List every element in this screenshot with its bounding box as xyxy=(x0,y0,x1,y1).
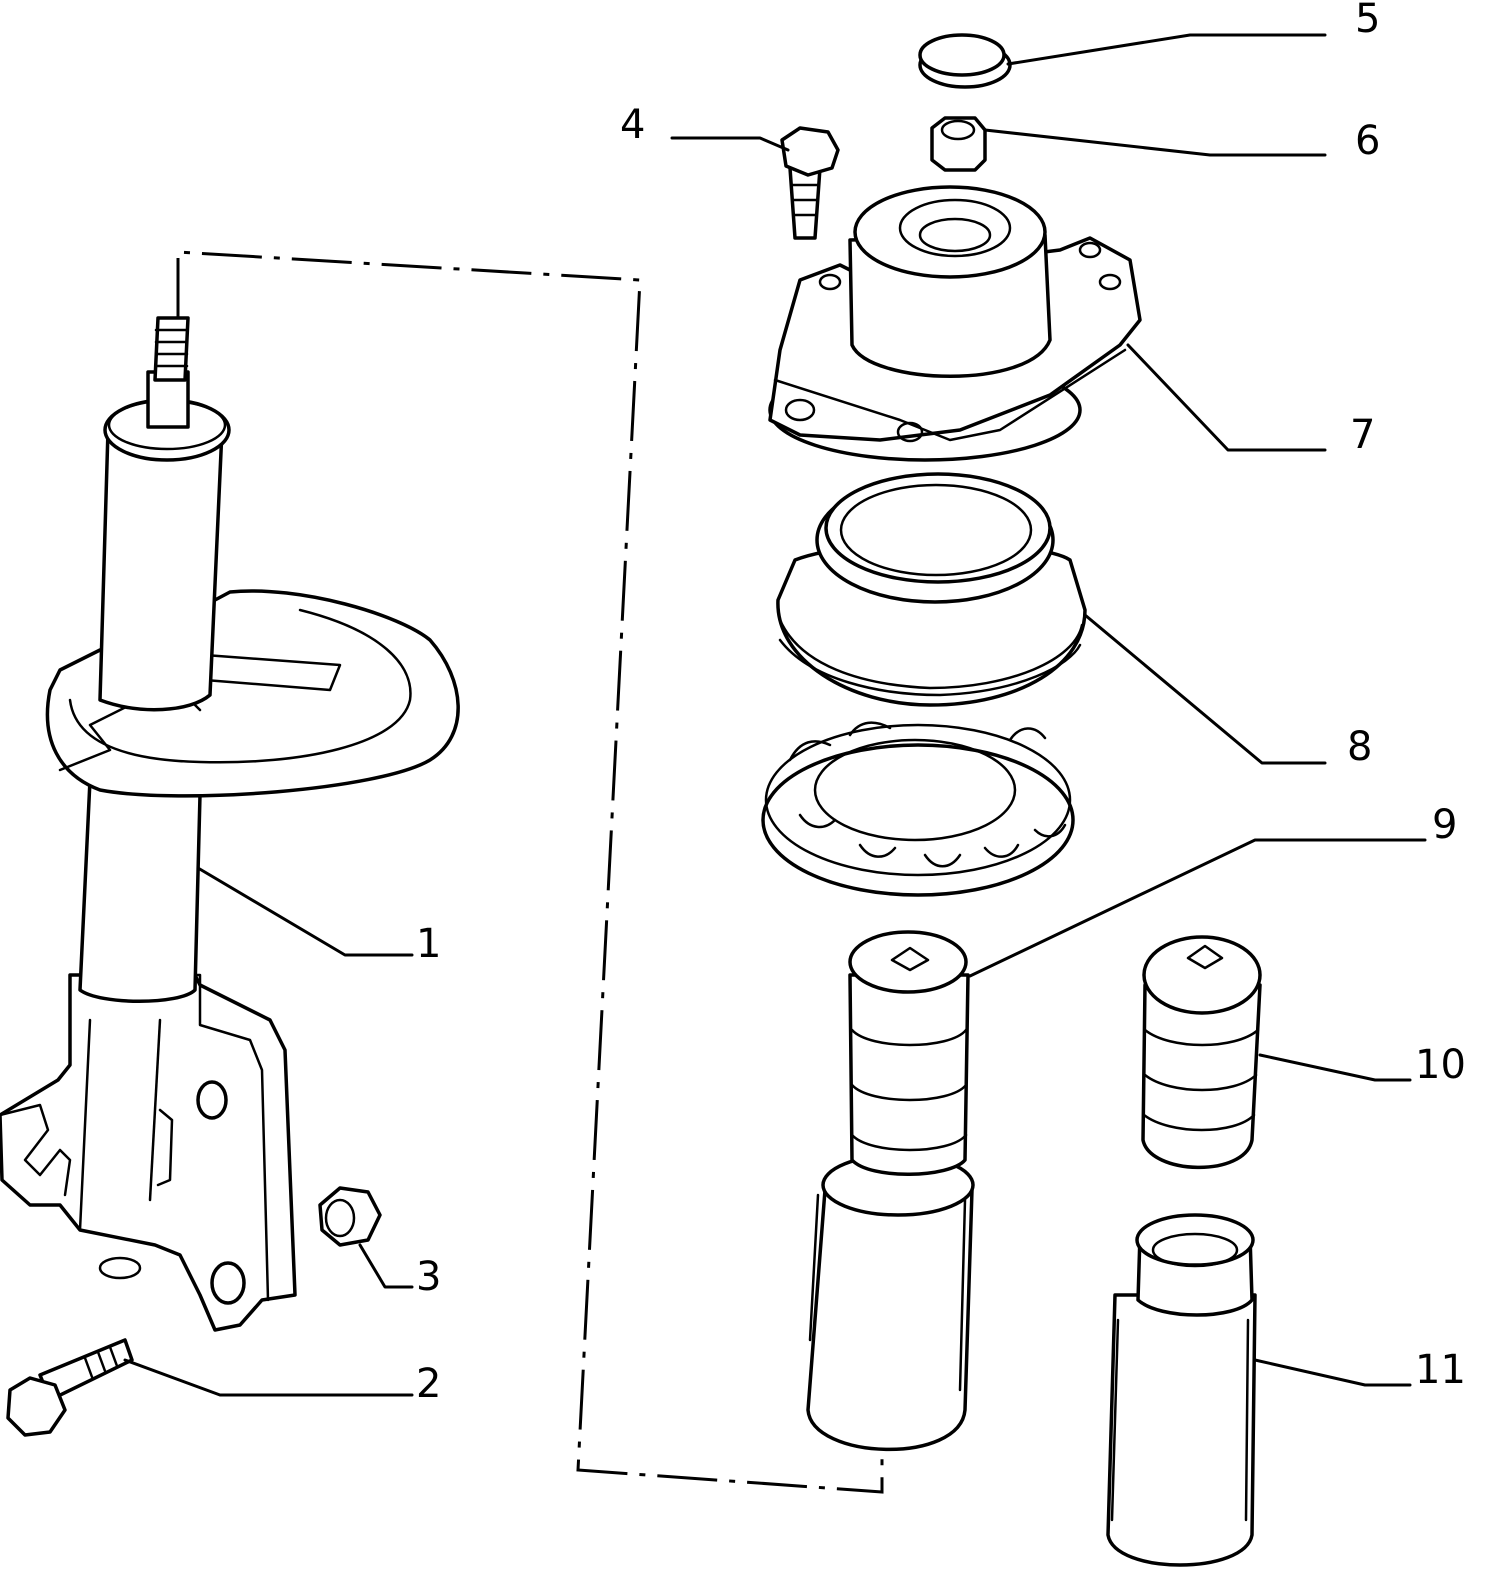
callout-1: 1 xyxy=(416,921,441,967)
part-11-dust-boot xyxy=(1106,1213,1257,1567)
leader-lines xyxy=(123,33,1427,1397)
callout-5: 5 xyxy=(1355,0,1380,42)
part-9-bump-stop-boot xyxy=(806,930,975,1452)
part-5-cap xyxy=(918,33,1012,89)
spring-pad-ring xyxy=(761,721,1075,897)
callout-10: 10 xyxy=(1415,1042,1466,1088)
callout-11: 11 xyxy=(1415,1347,1466,1393)
callout-2: 2 xyxy=(416,1361,441,1407)
callout-6: 6 xyxy=(1355,118,1380,164)
callout-3: 3 xyxy=(416,1254,441,1300)
part-2-bolt xyxy=(6,1338,134,1437)
part-7-top-mount xyxy=(768,185,1142,462)
callout-4: 4 xyxy=(620,102,645,148)
part-8-spring-upper-seat xyxy=(776,472,1087,707)
part-1-shock-absorber-strut xyxy=(0,316,460,1332)
callout-9: 9 xyxy=(1432,802,1457,848)
callout-7: 7 xyxy=(1350,412,1375,458)
part-3-nut xyxy=(318,1186,382,1247)
part-6-nut xyxy=(930,116,987,172)
callout-8: 8 xyxy=(1347,724,1372,770)
part-4-bolt xyxy=(780,126,840,240)
part-10-bump-stop xyxy=(1141,935,1262,1170)
assembly-axis-line xyxy=(176,250,884,1494)
